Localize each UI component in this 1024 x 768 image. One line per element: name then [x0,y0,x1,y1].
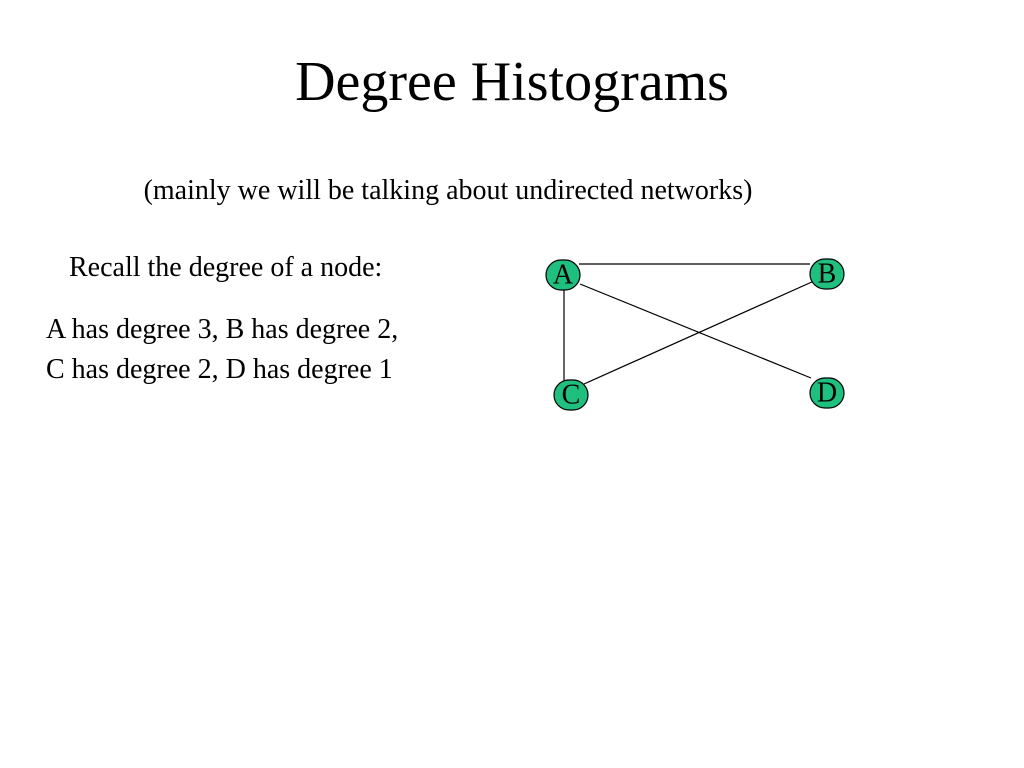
degree-line: C has degree 2, D has degree 1 [46,354,393,385]
slide-subtitle: (mainly we will be talking about undirec… [143,175,753,206]
network-graph: A B C D [545,258,845,411]
degree-list: A has degree 3, B has degree 2, C has de… [46,310,398,390]
node-b-label: B [818,259,837,290]
node-a-shape [545,259,581,291]
slide-title: Degree Histograms [295,51,729,113]
recall-text: Recall the degree of a node: [69,252,383,283]
degree-line: A has degree 3, B has degree 2, [46,314,399,345]
graph-node-d: D [809,377,845,409]
node-c-shape [553,379,589,411]
edge-a-d [579,283,812,379]
node-c-label: C [562,380,581,411]
node-a-label: A [553,260,574,291]
node-b-shape [809,258,845,290]
graph-node-a: A [545,259,581,291]
node-d-shape [809,377,845,409]
graph-node-c: C [553,379,589,411]
edge-b-c [583,280,815,385]
graph-edges [563,263,815,385]
node-d-label: D [817,378,837,409]
graph-node-b: B [809,258,845,290]
